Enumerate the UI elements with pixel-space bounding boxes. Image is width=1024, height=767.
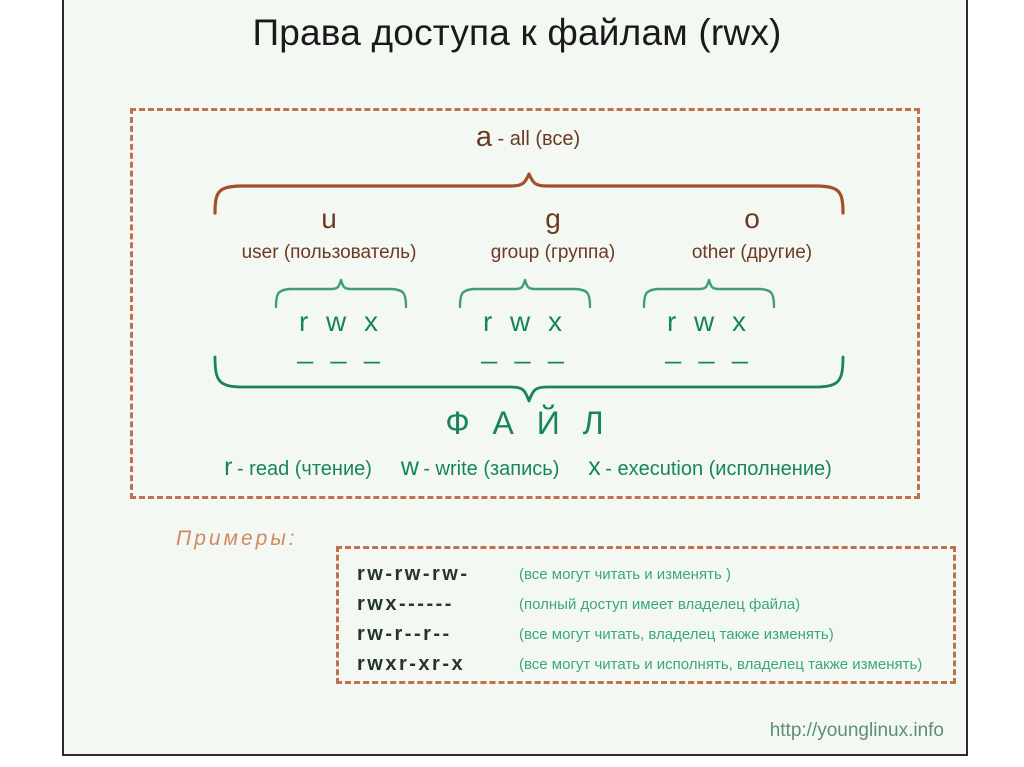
example-permissions-2: rwx------ <box>357 593 454 615</box>
slide-canvas: Права доступа к файлам (rwx) a - all (вс… <box>62 0 968 756</box>
permission-dashes-other: _ _ _ <box>665 333 753 365</box>
all-class-row: a - all (все) <box>133 121 923 154</box>
class-description-other: other (другие) <box>691 242 813 263</box>
class-description-user: user (пользователь) <box>241 242 417 263</box>
example-permissions-1: rw-rw-rw- <box>357 563 470 585</box>
permission-group-group: r w x _ _ _ <box>457 306 593 365</box>
permission-dashes-group: _ _ _ <box>481 333 569 365</box>
legend-key-execute: x <box>588 453 601 481</box>
permission-letters-group: r w x <box>482 306 568 337</box>
permissions-diagram-panel: a - all (все) u g o user (пользователь) … <box>130 108 920 499</box>
permission-letters-other: r w x <box>666 306 752 337</box>
legend-text-read: - read (чтение) <box>236 458 372 480</box>
example-row: rw-r--r-- (все могут читать, владелец та… <box>339 623 959 653</box>
class-descriptions-row: user (пользователь) group (группа) other… <box>133 242 923 272</box>
file-label: Ф А Й Л <box>445 405 611 441</box>
class-letters-row: u g o <box>133 203 923 241</box>
brown-brace-all <box>211 172 847 215</box>
all-class-description: - all (все) <box>497 128 581 150</box>
green-brace-other <box>641 278 777 309</box>
permission-group-other: r w x _ _ _ <box>641 306 777 365</box>
example-row: rwxr-xr-x (все могут читать и исполнять,… <box>339 653 959 683</box>
legend-key-read: r <box>224 453 233 481</box>
example-permissions-3: rw-r--r-- <box>357 623 452 645</box>
examples-label: Примеры: <box>176 527 298 550</box>
permission-dashes-user: _ _ _ <box>297 333 385 365</box>
legend-key-write: w <box>400 453 419 481</box>
example-description-2: (полный доступ имеет владелец файла) <box>519 596 801 613</box>
permission-legend: r - read (чтение) w - write (запись) x -… <box>133 453 923 482</box>
permission-letters-user: r w x <box>298 306 384 337</box>
example-row: rw-rw-rw- (все могут читать и изменять ) <box>339 563 959 593</box>
all-class-key: a <box>475 121 492 153</box>
example-description-3: (все могут читать, владелец также изменя… <box>519 626 834 643</box>
class-letter-group: g <box>545 203 561 234</box>
green-brace-file <box>211 355 847 403</box>
examples-panel: rw-rw-rw- (все могут читать и изменять )… <box>336 546 956 684</box>
legend-text-execute: - execution (исполнение) <box>605 458 832 480</box>
green-brace-group <box>457 278 593 309</box>
class-letter-other: o <box>744 203 760 234</box>
class-letter-user: u <box>321 203 337 234</box>
legend-text-write: - write (запись) <box>423 458 560 480</box>
example-row: rwx------ (полный доступ имеет владелец … <box>339 593 959 623</box>
example-description-1: (все могут читать и изменять ) <box>519 566 731 583</box>
example-permissions-4: rwxr-xr-x <box>357 653 466 675</box>
class-description-group: group (группа) <box>490 242 616 263</box>
example-description-4: (все могут читать и исполнять, владелец … <box>519 656 923 673</box>
green-brace-user <box>273 278 409 309</box>
slide-title: Права доступа к файлам (rwx) <box>252 12 782 53</box>
footer-url[interactable]: http://younglinux.info <box>769 720 944 741</box>
permission-group-user: r w x _ _ _ <box>273 306 409 365</box>
